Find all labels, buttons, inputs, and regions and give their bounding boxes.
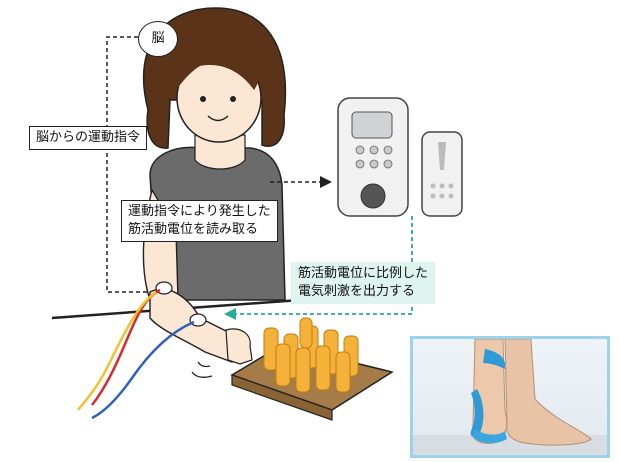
stimulation-label: 筋活動電位に比例した 電気刺激を出力する — [291, 262, 436, 304]
stimulation-line-2: 電気刺激を出力する — [298, 284, 416, 299]
wire-blue — [91, 320, 195, 420]
ankle-brace-photo — [410, 336, 610, 458]
neck — [194, 134, 246, 170]
hand — [225, 328, 253, 365]
stimulation-arrowhead — [224, 308, 236, 320]
mouth — [207, 115, 229, 122]
wire-yellow — [77, 290, 157, 411]
right-eye — [230, 96, 236, 102]
left-eye — [200, 96, 206, 102]
brain-bubble: 脳 — [138, 21, 178, 57]
side-unit-slot — [438, 142, 446, 170]
read-potential-label: 運動指令により発生した 筋活動電位を読み取る — [121, 200, 278, 242]
stimulation-line-1: 筋活動電位に比例した — [298, 266, 429, 281]
stimulator-dial — [360, 183, 386, 209]
read-potential-line-1: 運動指令により発生した — [128, 204, 271, 219]
hair-bangs — [176, 45, 262, 90]
peg-board-side — [231, 374, 333, 421]
read-signal-arrowhead — [320, 176, 332, 188]
brain-to-arm-dashed-line — [106, 36, 160, 293]
stimulator-screen — [351, 111, 393, 139]
sponge-pegs — [263, 317, 359, 393]
electrode-lower — [189, 313, 207, 327]
stimulation-arrow — [236, 216, 413, 315]
read-potential-line-2: 筋活動電位を読み取る — [128, 222, 259, 237]
side-unit-dots — [430, 183, 454, 199]
stimulator-buttons — [355, 145, 393, 169]
motion-marks — [191, 361, 213, 378]
motor-command-label: 脳からの運動指令 — [29, 126, 148, 150]
ankle-brace-photo-drawing — [413, 339, 607, 455]
